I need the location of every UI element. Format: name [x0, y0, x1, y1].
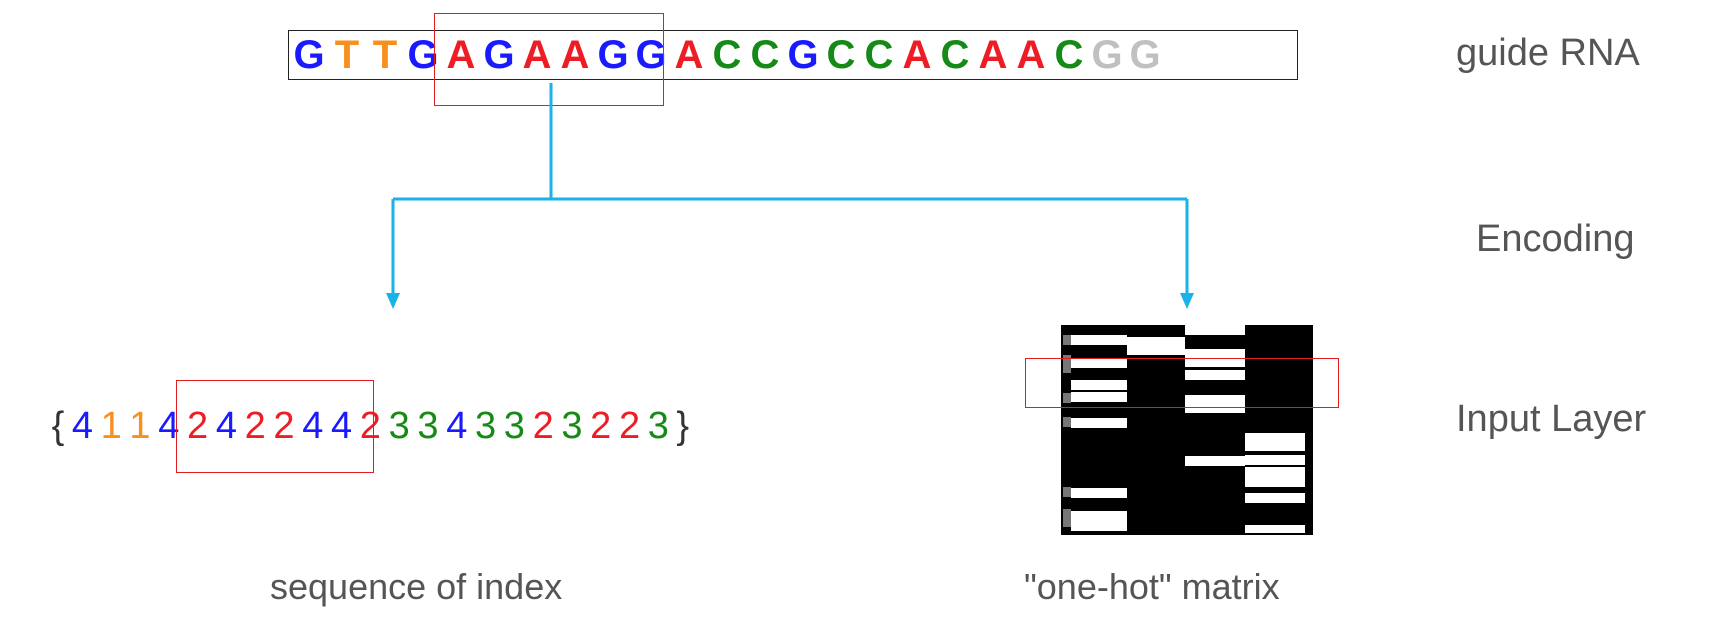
matrix-highlight-box	[1025, 358, 1339, 408]
matrix-cell	[1245, 455, 1305, 465]
matrix-cell	[1245, 433, 1305, 451]
nucleotide-letter: A	[446, 33, 476, 77]
index-digit: 2	[187, 405, 209, 447]
index-digit: 2	[359, 405, 381, 447]
nucleotide-letter: G	[483, 33, 515, 77]
matrix-cell	[1185, 456, 1245, 466]
matrix-cell	[1245, 467, 1305, 487]
index-caption: sequence of index	[270, 566, 563, 607]
index-digit: 2	[273, 405, 295, 447]
encoding-label: Encoding	[1476, 218, 1635, 260]
nucleotide-letter: C	[864, 33, 894, 77]
one-hot-caption: "one-hot" matrix	[1024, 566, 1280, 607]
close-brace: }	[676, 405, 690, 447]
index-digit: 3	[474, 405, 497, 447]
index-digit: 2	[244, 405, 266, 447]
index-digit: 1	[129, 405, 151, 447]
nucleotide-letter: A	[674, 33, 704, 77]
guide-rna-label: guide RNA	[1456, 32, 1640, 74]
matrix-cell	[1245, 493, 1305, 503]
index-digit: 4	[302, 405, 324, 447]
index-digit: 4	[71, 405, 93, 447]
guide-rna-highlight-box	[434, 13, 664, 106]
open-brace: {	[51, 405, 65, 447]
matrix-cell	[1063, 487, 1071, 497]
nucleotide-letter: G	[407, 33, 439, 77]
matrix-cell	[1185, 325, 1245, 335]
index-digit: 4	[446, 405, 468, 447]
matrix-cell	[1071, 488, 1127, 498]
matrix-cell	[1185, 395, 1245, 413]
matrix-cell	[1245, 525, 1305, 533]
matrix-cell	[1071, 358, 1127, 368]
index-digit: 2	[618, 405, 641, 447]
index-digit: 3	[503, 405, 525, 447]
matrix-cell	[1071, 521, 1127, 531]
matrix-cell	[1063, 355, 1071, 373]
index-digit: 2	[532, 405, 554, 447]
index-highlight-box	[176, 380, 374, 473]
index-digit: 3	[417, 405, 439, 447]
matrix-cell	[1071, 418, 1127, 428]
matrix-cell	[1063, 509, 1071, 527]
index-digit: 1	[100, 405, 122, 447]
index-digit: 3	[561, 405, 583, 447]
nucleotide-letter: C	[750, 33, 780, 77]
nucleotide-letter: G	[293, 33, 325, 77]
index-digit: 4	[215, 405, 237, 447]
matrix-cell	[1071, 511, 1127, 521]
nucleotide-letter: A	[560, 33, 590, 77]
matrix-cell	[1063, 417, 1071, 427]
nucleotide-letter: G	[635, 33, 667, 77]
nucleotide-letter: C	[712, 33, 742, 77]
input-layer-label: Input Layer	[1456, 398, 1647, 440]
matrix-cell	[1185, 370, 1245, 380]
index-digit: 3	[388, 405, 410, 447]
index-digit: 2	[590, 405, 612, 447]
nucleotide-letter: C	[940, 33, 970, 77]
nucleotide-letter: G	[1129, 33, 1161, 77]
index-digit: 4	[158, 405, 180, 447]
arrow-left-head	[386, 293, 400, 309]
nucleotide-letter: C	[1054, 33, 1084, 77]
matrix-cell	[1127, 337, 1185, 355]
nucleotide-letter: A	[1016, 33, 1046, 77]
index-digit: 3	[647, 405, 669, 447]
nucleotide-letter: G	[787, 33, 819, 77]
nucleotide-letter: A	[978, 33, 1008, 77]
matrix-cell	[1071, 380, 1127, 390]
nucleotide-letter: T	[334, 33, 360, 77]
nucleotide-letter: C	[826, 33, 856, 77]
nucleotide-letter: A	[522, 33, 552, 77]
matrix-cell	[1063, 393, 1071, 403]
arrow-right-head	[1180, 293, 1194, 309]
nucleotide-letter: T	[372, 33, 398, 77]
one-hot-matrix	[1061, 325, 1313, 535]
nucleotide-letter: G	[1091, 33, 1123, 77]
guide-rna-box	[288, 30, 1298, 80]
nucleotide-letter: G	[597, 33, 629, 77]
index-digit: 4	[331, 405, 353, 447]
matrix-cell	[1071, 392, 1127, 402]
nucleotide-letter: A	[902, 33, 932, 77]
matrix-cell	[1071, 335, 1127, 345]
matrix-cell	[1063, 335, 1071, 345]
